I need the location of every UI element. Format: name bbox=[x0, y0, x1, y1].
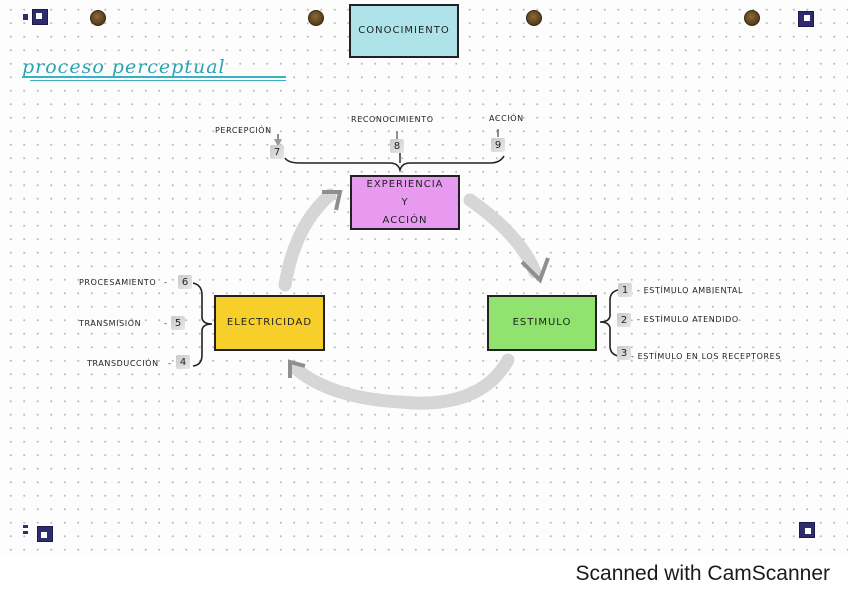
corner-dot bbox=[23, 531, 28, 534]
left-item-label: PROCESAMIENTO bbox=[79, 278, 157, 287]
box-conocimiento: CONOCIMIENTO bbox=[349, 4, 459, 58]
corner-marker-bottom-right bbox=[799, 522, 815, 538]
left-brace bbox=[192, 282, 213, 367]
box-conocimiento-label: CONOCIMIENTO bbox=[358, 25, 450, 36]
right-item-number: 1 bbox=[618, 283, 632, 297]
top-item-number: 9 bbox=[491, 138, 505, 152]
binder-hole bbox=[526, 10, 542, 26]
arrow-estimulo-to-electricidad bbox=[288, 353, 515, 410]
title-underline bbox=[30, 80, 286, 81]
box-electricidad: ELECTRICIDAD bbox=[214, 295, 325, 351]
left-item-label: TRANSDUCCIÓN bbox=[87, 359, 159, 368]
right-brace bbox=[599, 289, 619, 357]
left-item-dash: - bbox=[164, 319, 168, 328]
top-item-label: ACCIÓN bbox=[489, 114, 524, 123]
top-brace bbox=[284, 155, 505, 173]
arrow-electricidad-to-experiencia bbox=[278, 188, 337, 292]
box-estimulo-label: ESTIMULO bbox=[512, 317, 572, 328]
right-item-text: ESTÍMULO EN LOS RECEPTORES bbox=[637, 352, 782, 361]
corner-marker-top-right bbox=[798, 11, 814, 27]
notebook-page: proceso perceptual CONOCIMIENTO EXPERI bbox=[0, 0, 848, 555]
left-item-dash: - bbox=[164, 278, 168, 287]
box-experiencia-y-accion: EXPERIENCIA Y ACCIÓN bbox=[350, 175, 460, 230]
page-title: proceso perceptual bbox=[22, 56, 226, 78]
box-estimulo: ESTIMULO bbox=[487, 295, 597, 351]
box-experiencia-line-3: ACCIÓN bbox=[382, 214, 428, 226]
right-item-text: ESTÍMULO AMBIENTAL bbox=[643, 286, 744, 295]
left-item-number: 6 bbox=[178, 275, 192, 289]
corner-marker-top-left bbox=[32, 9, 48, 25]
right-item-number: 3 bbox=[617, 346, 631, 360]
left-item-number: 4 bbox=[176, 355, 190, 369]
scanner-watermark: Scanned with CamScanner bbox=[575, 562, 830, 585]
arrow-experiencia-to-estimulo bbox=[463, 193, 542, 279]
corner-marker-bottom-left bbox=[37, 526, 53, 542]
right-item-number: 2 bbox=[617, 313, 631, 327]
box-experiencia-line-1: EXPERIENCIA bbox=[366, 178, 444, 190]
top-item-number: 7 bbox=[270, 145, 284, 159]
box-experiencia-line-2: Y bbox=[401, 196, 409, 208]
top-item-label: PERCEPCIÓN bbox=[215, 126, 272, 135]
corner-dot bbox=[23, 525, 28, 528]
binder-hole bbox=[308, 10, 324, 26]
top-item-label: RECONOCIMIENTO bbox=[351, 115, 434, 124]
right-item-label: - ESTÍMULO AMBIENTAL bbox=[637, 286, 744, 295]
right-item-label: - ESTÍMULO EN LOS RECEPTORES bbox=[631, 352, 782, 361]
box-electricidad-label: ELECTRICIDAD bbox=[226, 317, 313, 328]
binder-hole bbox=[90, 10, 106, 26]
right-item-label: - ESTÍMULO ATENDIDO bbox=[637, 315, 739, 324]
left-item-dash: - bbox=[168, 359, 172, 368]
diagram-connectors bbox=[192, 129, 619, 410]
corner-dot bbox=[23, 14, 28, 20]
top-item-number: 8 bbox=[390, 139, 404, 153]
left-item-number: 5 bbox=[171, 316, 185, 330]
right-item-text: ESTÍMULO ATENDIDO bbox=[643, 315, 739, 324]
title-underline bbox=[22, 76, 286, 78]
binder-hole bbox=[744, 10, 760, 26]
left-item-label: TRANSMISIÓN bbox=[79, 319, 142, 328]
